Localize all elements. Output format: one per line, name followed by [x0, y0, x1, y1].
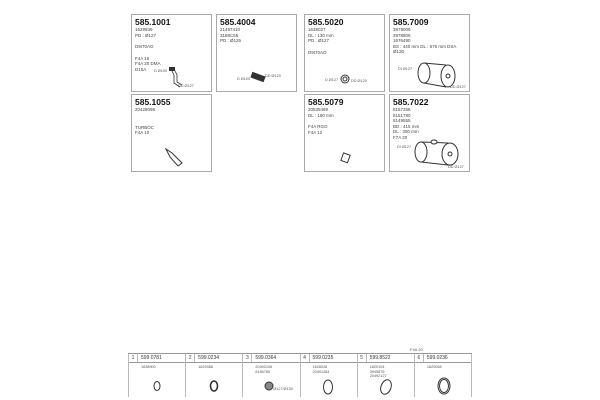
part-number: 585.5079 [308, 97, 344, 107]
part-line: 3979009 [393, 27, 411, 32]
flex-pipe-icon [250, 71, 266, 83]
part-number: 585.7009 [393, 17, 429, 27]
part-card-6[interactable]: 585.5079 20535489 DL : 180 mm F4A RGO F4… [304, 94, 385, 172]
part-line: 1676490 [393, 38, 411, 43]
cell-index: 6 [415, 354, 424, 362]
part-line: BS : 440 mm DL : 676 mm DSA [393, 43, 457, 49]
part-number: 585.7022 [393, 97, 429, 107]
dimension-label: D Ø100 [154, 69, 168, 73]
part-line: 1629939 [135, 27, 153, 32]
cell-line: 1629488 [198, 365, 213, 369]
cell-index: 1 [129, 354, 138, 362]
part-line: 8151780 [393, 112, 411, 118]
dimension-label: DI Ø127 [398, 67, 413, 71]
dimension-label: Ø127/Ø130 [273, 387, 293, 391]
cell-index: 3 [243, 354, 253, 362]
part-card-5[interactable]: 585.1055 20428098 TURBOC F4A 10 [131, 94, 212, 172]
part-line: 21497410 [220, 27, 241, 32]
part-line: PD : Ø127 [308, 38, 330, 43]
muffler-icon [417, 62, 456, 88]
part-line: 8157258 [393, 107, 411, 112]
part-note: D9I70AO [308, 49, 327, 55]
part-note: D9I70AO [135, 44, 154, 49]
cell-line: 1629058 [426, 365, 442, 369]
part-line: 20428098 [135, 107, 156, 112]
part-line: 8149555 [393, 118, 411, 123]
part-note: F4A RGO [308, 124, 328, 129]
cell-part-number: 599.0364 [255, 355, 277, 361]
part-card-2[interactable]: 585.4004 21497410 3188C65 PD : Ø125 D Ø1… [216, 14, 297, 92]
part-number: 585.1055 [135, 97, 171, 107]
part-note: F4A 10 [135, 130, 150, 135]
cell-line: 8156780 [255, 369, 271, 374]
cell-line: 20491284 [312, 369, 330, 374]
dimension-label: DI Ø127 [397, 145, 412, 149]
cell-index: 4 [301, 354, 310, 362]
dimension-label: DD Ø127 [450, 85, 466, 89]
cell-index: 2 [186, 354, 196, 362]
band-clamp-icon [437, 377, 451, 395]
cell-part-number: 599.0235 [312, 355, 334, 361]
clamp-icon [340, 152, 351, 164]
part-line: DL : 130 mm [308, 32, 334, 38]
part-number: 585.5020 [308, 17, 344, 27]
exhaust-pipe-icon [169, 66, 183, 88]
part-line: 3188C65 [220, 32, 239, 38]
dimension-label: D Ø100 [237, 77, 251, 81]
part-note: F4A 20 DMA [135, 61, 161, 66]
part-note: TURBOC [135, 124, 154, 130]
muffler-icon [414, 139, 459, 166]
cell-line: 1638900 [141, 365, 156, 369]
clamp-icon [264, 381, 274, 391]
dimension-label: D Ø127 [325, 78, 339, 82]
cell-line: 1820104 [369, 365, 385, 369]
gasket-ring-icon [209, 380, 219, 392]
part-card-4[interactable]: 585.7009 3979009 3978809 1676490 BS : 44… [389, 14, 470, 92]
cell-line: 3945876 [369, 369, 385, 374]
turbo-pipe-icon [164, 147, 183, 167]
dimension-label: DD Ø127 [448, 165, 464, 169]
cell-line: 1628028 [312, 365, 328, 369]
part-line: F7A 20 [393, 134, 408, 140]
part-line: PD : Ø125 [220, 38, 242, 43]
part-number: 585.1001 [135, 17, 171, 27]
dimension-label: DD Ø120 [351, 79, 367, 83]
part-line: DL : 300 mm [393, 129, 419, 134]
gasket-ring-icon [153, 381, 161, 391]
dimension-label: DD Ø127 [178, 84, 194, 88]
part-line: DL : 180 mm [308, 112, 334, 118]
part-line: Ø130 [393, 49, 405, 54]
part-line: 3978809 [393, 32, 411, 38]
gasket-ring-icon [322, 379, 333, 395]
part-number: 585.4004 [220, 17, 256, 27]
gasket-ring-icon [379, 379, 392, 395]
cell-part-number: 599.0781 [141, 355, 162, 361]
dimension-label: DD Ø120 [265, 74, 281, 78]
part-line: 20535489 [308, 107, 329, 112]
part-card-1[interactable]: 585.1001 1629939 PD : Ø127 D9I70AO F4A 1… [131, 14, 212, 92]
cell-line: 20492106 [255, 365, 273, 369]
strip-title: F4A 20 [410, 347, 423, 352]
part-card-7[interactable]: 585.7022 8157258 8151780 8149555 BD : 41… [389, 94, 470, 172]
cell-part-number: 599.0234 [198, 355, 220, 361]
part-line: PD : Ø127 [135, 32, 157, 38]
cell-line: 20492127 [369, 374, 387, 378]
part-note: F4A 12 [308, 129, 323, 135]
pipe-sleeve-icon [340, 74, 350, 84]
part-line: 1638027 [308, 27, 326, 32]
part-line: BD : 415 mm [393, 123, 420, 129]
part-note: F4A 16 [135, 55, 150, 61]
cell-part-number: 599.8522 [369, 355, 391, 361]
cell-index: 5 [358, 354, 367, 362]
part-note: D15A [135, 66, 147, 72]
part-card-3[interactable]: 585.5020 1638027 DL : 130 mm PD : Ø127 D… [304, 14, 385, 92]
cell-part-number: 599.0236 [426, 355, 448, 361]
